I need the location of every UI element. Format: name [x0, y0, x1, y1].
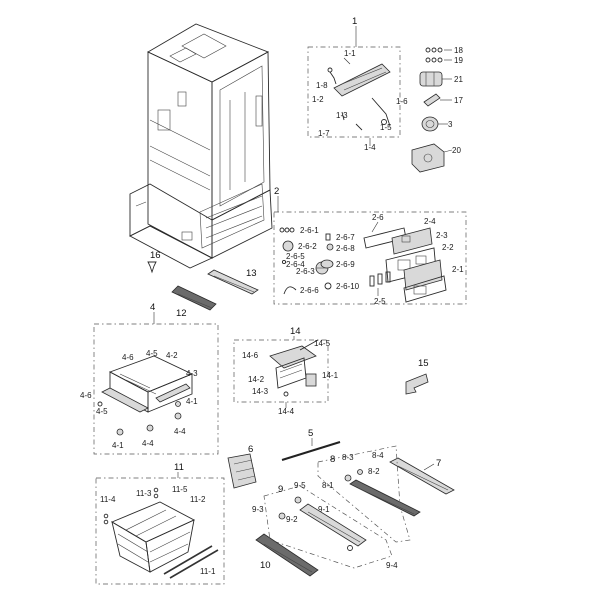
group-1: 1 1-1 1-2 1-3 1-4 1-5 1-6 1-7 1-8	[307, 16, 408, 152]
label-4-5: 4-5	[96, 407, 108, 416]
label-11-1: 11-1	[200, 567, 216, 576]
part-5: 5	[281, 428, 341, 461]
label-2-3: 2-3	[436, 231, 448, 240]
label-9-1: 9-1	[318, 505, 330, 514]
group-11: 11 11-5 11-2 11-3 11-4 11-1	[95, 462, 225, 585]
part-16: 16	[147, 250, 161, 274]
label-1-2: 1-2	[312, 95, 324, 104]
label-4: 4	[150, 302, 155, 313]
group-4: 4 4-6 4-5 4-2 4-3 4-6 4-5 4-1 4-4 4-1 4-…	[80, 302, 219, 455]
label-2-6-8: 2-6-8	[336, 244, 355, 253]
label-2-6: 2-6	[372, 213, 384, 222]
group-2: 2 2-6-1 2-6-2 2-6-5 2-6-4 2-6-3 2-6-6 2-…	[273, 186, 467, 306]
label-4-4-right: 4-4	[174, 427, 186, 436]
label-2-1: 2-1	[452, 265, 464, 274]
label-2-6-1: 2-6-1	[300, 226, 319, 235]
label-1-1: 1-1	[344, 49, 356, 58]
label-8-2: 8-2	[368, 467, 380, 476]
part-6: 6	[227, 444, 257, 489]
label-4-3: 4-3	[186, 369, 198, 378]
group-14: 14 14-5 14-6 14-1 14-2 14-3 14-4	[233, 326, 339, 416]
label-2: 2	[274, 186, 279, 197]
label-11-4: 11-4	[100, 495, 116, 504]
label-5: 5	[308, 428, 313, 439]
label-4-4: 4-4	[142, 439, 154, 448]
label-11: 11	[174, 462, 184, 473]
label-14-6: 14-6	[242, 351, 259, 360]
label-11-2: 11-2	[190, 495, 206, 504]
label-20: 20	[452, 146, 461, 155]
label-6: 6	[248, 444, 253, 455]
label-14-3: 14-3	[252, 387, 269, 396]
label-19: 19	[454, 56, 463, 65]
label-14-1: 14-1	[322, 371, 339, 380]
label-14-2: 14-2	[248, 375, 265, 384]
label-9-4: 9-4	[386, 561, 398, 570]
label-9: 9	[278, 484, 283, 495]
label-8: 8	[330, 454, 335, 465]
label-4-6-top: 4-6	[122, 353, 134, 362]
label-8-1: 8-1	[322, 481, 334, 490]
label-2-6-6: 2-6-6	[300, 286, 319, 295]
label-8-4: 8-4	[372, 451, 384, 460]
label-2-6-10: 2-6-10	[336, 282, 360, 291]
label-1-7: 1-7	[318, 129, 330, 138]
label-2-2: 2-2	[442, 243, 454, 252]
label-15: 15	[418, 358, 429, 369]
label-16: 16	[150, 250, 161, 261]
part-10: 10	[255, 533, 319, 577]
label-1-5: 1-5	[380, 123, 392, 132]
label-9-3: 9-3	[252, 505, 264, 514]
group-8: 8 8-3 8-4 8-2 8-1	[317, 445, 421, 543]
label-9-5: 9-5	[294, 481, 306, 490]
label-2-5: 2-5	[374, 297, 386, 306]
label-8-3: 8-3	[342, 453, 354, 462]
label-2-4: 2-4	[424, 217, 436, 226]
label-2-6-7: 2-6-7	[336, 233, 355, 242]
label-18: 18	[454, 46, 463, 55]
label-11-5: 11-5	[172, 485, 188, 494]
label-14-5: 14-5	[314, 339, 331, 348]
label-4-1: 4-1	[112, 441, 124, 450]
label-1: 1	[352, 16, 357, 27]
label-1-8: 1-8	[316, 81, 328, 90]
label-1-3: 1-3	[336, 111, 348, 120]
rails-12-13: 13 12	[171, 268, 259, 319]
label-9-2: 9-2	[286, 515, 298, 524]
cabinet	[129, 23, 273, 269]
part-7: 7	[389, 457, 455, 495]
label-1-4: 1-4	[364, 143, 376, 152]
label-4-5-top: 4-5	[146, 349, 158, 358]
label-17: 17	[454, 96, 463, 105]
label-4-6: 4-6	[80, 391, 92, 400]
label-4-1-right: 4-1	[186, 397, 198, 406]
label-14-4: 14-4	[278, 407, 295, 416]
label-3: 3	[448, 120, 453, 129]
small-parts-right: 18 19 21 17 3 20	[411, 46, 463, 173]
label-21: 21	[454, 75, 463, 84]
label-2-6-2: 2-6-2	[298, 242, 317, 251]
label-2-6-5: 2-6-5	[286, 252, 305, 261]
label-10: 10	[260, 560, 271, 571]
label-4-2: 4-2	[166, 351, 178, 360]
label-13: 13	[246, 268, 257, 279]
label-2-6-3: 2-6-3	[296, 267, 315, 276]
label-12: 12	[176, 308, 187, 319]
label-14: 14	[290, 326, 301, 337]
label-2-6-4: 2-6-4	[286, 260, 305, 269]
part-15: 15	[405, 358, 429, 395]
label-1-6: 1-6	[396, 97, 408, 106]
label-2-6-9: 2-6-9	[336, 260, 355, 269]
label-7: 7	[436, 458, 441, 469]
label-11-3: 11-3	[136, 489, 152, 498]
